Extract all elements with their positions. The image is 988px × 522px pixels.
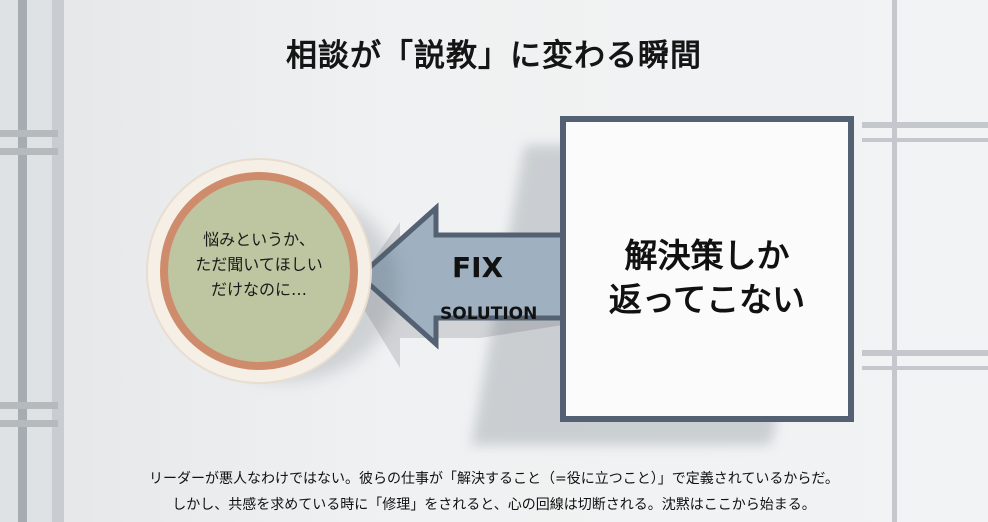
footer-caption: リーダーが悪人なわけではない。彼らの仕事が「解決すること（=役に立つこと）」で定… [0, 466, 988, 518]
right-window-frame [862, 0, 988, 522]
feelings-circle [168, 180, 350, 362]
circle-line-2: ただ聞いてほしい [195, 255, 323, 274]
circle-line-3: だけなのに… [210, 280, 307, 299]
arrow-label-fix: FIX [452, 251, 504, 284]
circle-line-1: 悩みというか、 [203, 230, 315, 249]
box-line-2: 返ってこない [608, 280, 806, 319]
solution-box: 解決策しか 返ってこない [560, 116, 854, 422]
footer-line-2: しかし、共感を求めている時に「修理」をされると、心の回線は切断される。沈黙はここ… [172, 497, 816, 513]
left-window-frame [0, 0, 64, 522]
circle-text: 悩みというか、 ただ聞いてほしい だけなのに… [168, 227, 350, 302]
box-line-1: 解決策しか [624, 236, 790, 275]
arrow-label-solution: SOLUTION [440, 304, 538, 324]
page-title: 相談が「説教」に変わる瞬間 [286, 38, 702, 74]
footer-line-1: リーダーが悪人なわけではない。彼らの仕事が「解決すること（=役に立つこと）」で定… [149, 471, 839, 487]
